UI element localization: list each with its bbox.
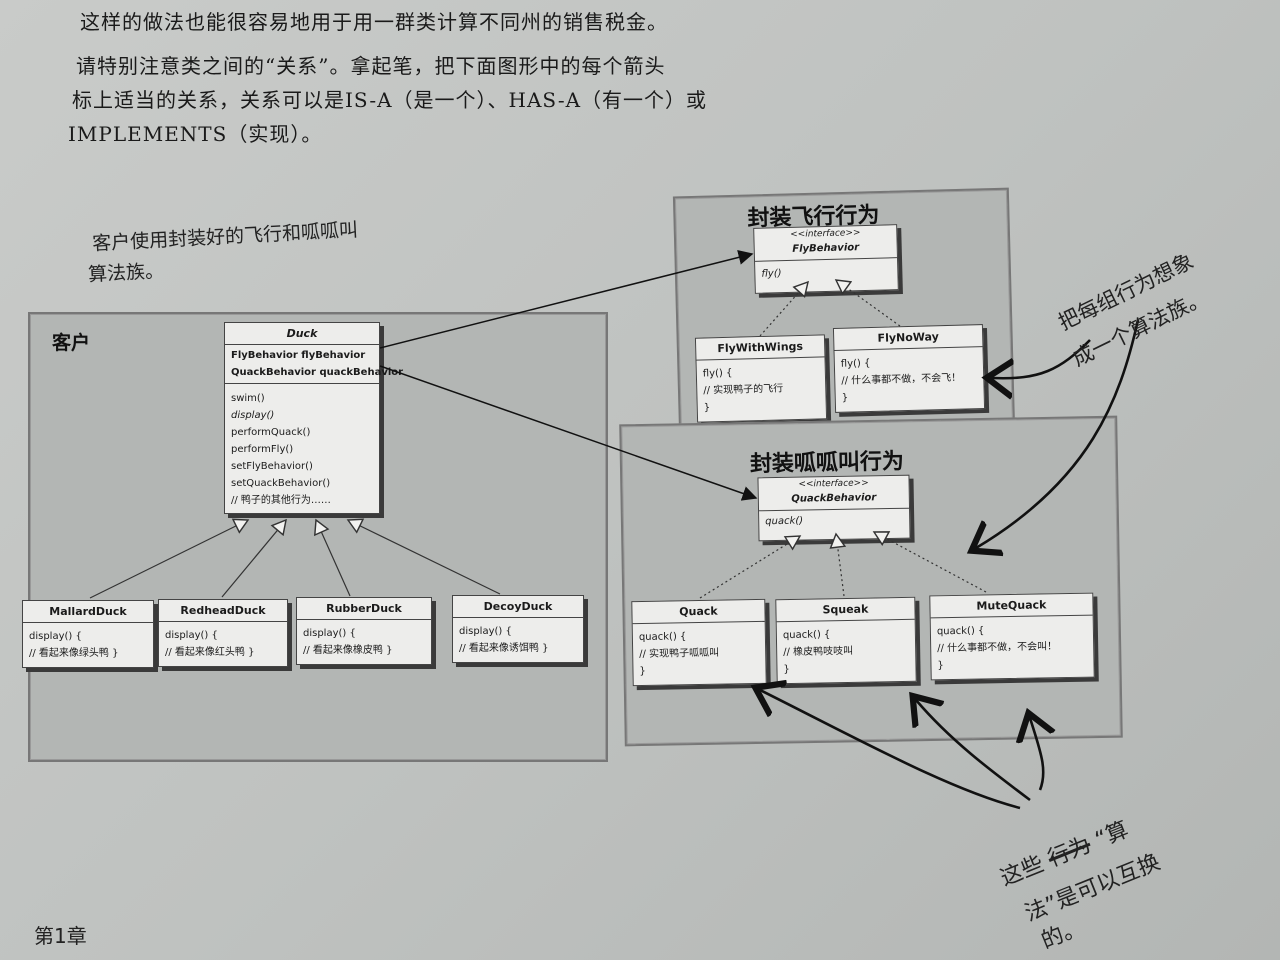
comment: // 看起来像绿头鸭 } <box>29 648 119 659</box>
chapter-label: 第1章 <box>34 924 87 948</box>
duck-method: performFly() <box>231 444 294 455</box>
pen-arrow-squeak <box>916 700 1031 802</box>
duck-class: Duck FlyBehavior flyBehavior QuackBehavi… <box>224 322 404 514</box>
has-a-fly-arrow <box>379 250 754 349</box>
text-line-1: 这样的做法也能很容易地用于用一群类计算不同州的销售税金。 <box>80 10 668 34</box>
duck-method: setFlyBehavior() <box>231 461 313 472</box>
duck-method: display() <box>231 410 275 421</box>
implements-arrow-fly-no-way <box>836 280 901 327</box>
duck-comment: // 鸭子的其他行为…… <box>231 495 331 506</box>
text-line-3: 标上适当的关系，关系可以是IS-A（是一个）、HAS-A（有一个）或 <box>72 88 708 112</box>
pen-arrow-quack <box>760 690 1021 810</box>
duck-class-name: Duck <box>225 323 379 345</box>
duck-method: setQuackBehavior() <box>231 478 331 489</box>
pen-arrow-mute-quack <box>1030 718 1043 791</box>
comment: // 看起来像橡皮鸭 } <box>303 645 393 656</box>
is-a-arrow-decoy <box>348 520 501 595</box>
text-line-4: IMPLEMENTS（实现）。 <box>68 122 323 146</box>
pen-arrow-fly-family <box>992 339 1091 378</box>
class-name: RubberDuck <box>297 598 431 620</box>
comment: // 看起来像红头鸭 } <box>165 647 255 658</box>
decoy-duck-class: DecoyDuck display() { // 看起来像诱饵鸭 } <box>452 595 584 663</box>
implements-arrow-quack <box>699 536 800 599</box>
rubber-duck-class: RubberDuck display() { // 看起来像橡皮鸭 } <box>296 597 432 665</box>
comment: // 看起来像诱饵鸭 } <box>459 643 549 654</box>
class-name: RedheadDuck <box>159 600 287 622</box>
class-name: DecoyDuck <box>453 596 583 618</box>
is-a-arrow-rubber <box>316 520 351 597</box>
mallard-duck-class: MallardDuck display() { // 看起来像绿头鸭 } <box>22 600 154 668</box>
pen-arrow-quack-family <box>976 319 1140 548</box>
client-title: 客户 <box>52 332 91 354</box>
is-a-arrow-mallard <box>89 520 248 599</box>
implements-arrow-squeak <box>836 534 844 597</box>
has-a-quack-arrow <box>379 365 758 501</box>
class-name: MallardDuck <box>23 601 153 623</box>
duck-method: swim() <box>231 393 265 404</box>
duck-method: performQuack() <box>231 427 311 438</box>
implements-arrow-mute-quack <box>874 532 987 593</box>
is-a-arrow-redhead <box>221 520 286 598</box>
duck-field: QuackBehavior quackBehavior <box>231 367 404 378</box>
method: display() { <box>459 626 512 637</box>
method: display() { <box>29 631 82 642</box>
method: display() { <box>165 630 218 641</box>
text-line-2: 请特别注意类之间的“关系”。拿起笔，把下面图形中的每个箭头 <box>76 54 666 78</box>
method: display() { <box>303 628 356 639</box>
redhead-duck-class: RedheadDuck display() { // 看起来像红头鸭 } <box>158 599 288 667</box>
implements-arrow-fly-with-wings <box>759 282 808 337</box>
duck-field: FlyBehavior flyBehavior <box>231 350 366 361</box>
